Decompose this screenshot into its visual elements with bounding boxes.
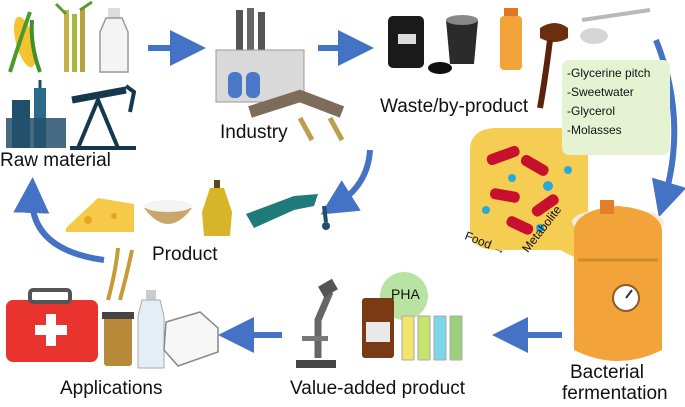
jar-icon (102, 312, 134, 366)
milk-bottle-icon (99, 8, 129, 73)
ladle-icon (537, 8, 651, 109)
bucket-icon (446, 15, 478, 64)
pha-label: PHA (391, 286, 420, 302)
oil-pump-icon (70, 84, 137, 150)
vials-icon (362, 298, 463, 361)
wheat-icon (106, 247, 134, 301)
byproduct-item: -Glycerine pitch (567, 66, 651, 80)
microscope-icon (296, 278, 338, 368)
product-label: Product (152, 244, 218, 265)
first-aid-kit-icon (6, 288, 98, 362)
raw-material-label: Raw material (0, 150, 111, 171)
byproduct-item: -Molasses (567, 123, 622, 137)
sugarcane-icon (54, 0, 93, 72)
industry-label: Industry (220, 122, 288, 143)
bacterial-label: Bacterial (570, 362, 644, 383)
fermenter-icon (572, 200, 664, 361)
factory-icon (215, 8, 345, 142)
arrow-product-to-raw (13, 177, 105, 263)
oil-barrel-icon (388, 16, 452, 74)
byproduct-list: -Glycerine pitch -Sweetwater -Glycerol -… (562, 60, 670, 155)
oil-bottle-icon (202, 180, 232, 236)
arrow-waste-to-fermentation (651, 38, 685, 218)
fuel-nozzle-icon (246, 194, 330, 230)
byproduct-item: -Glycerol (567, 104, 616, 118)
water-bottle-icon (137, 290, 165, 369)
applications-label: Applications (60, 378, 163, 399)
byproduct-item: -Sweetwater (567, 85, 634, 99)
flow-arrows (13, 30, 685, 353)
value-added-label: Value-added product (290, 378, 465, 399)
bowl-icon (144, 200, 192, 224)
juice-bottle-icon (500, 8, 522, 70)
waste-label: Waste/by-product (380, 96, 529, 117)
container-icon (163, 311, 219, 367)
corn-icon (8, 11, 42, 73)
fermentation-label: fermentation (562, 383, 668, 404)
cheese-icon (66, 198, 134, 232)
refinery-icon (6, 80, 66, 148)
arrow-industry-to-product (320, 149, 373, 215)
